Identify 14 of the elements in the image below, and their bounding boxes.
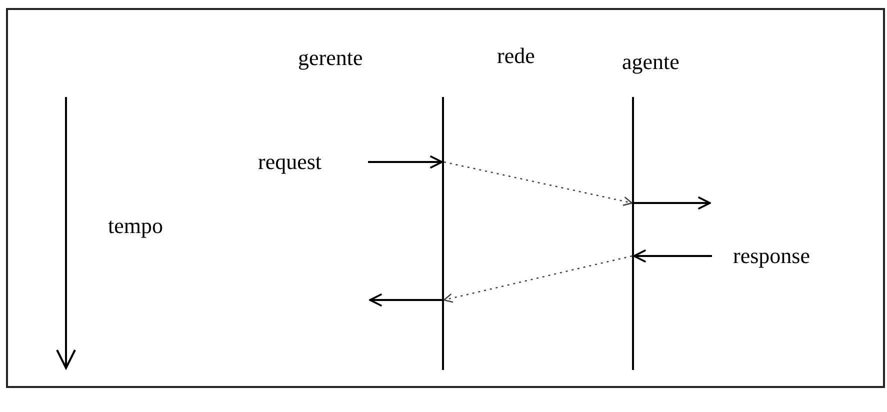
arrow: [633, 249, 712, 263]
column-heading: agente: [622, 48, 680, 76]
lifeline: [632, 97, 634, 370]
arrow: [369, 293, 442, 307]
column-heading: rede: [497, 42, 535, 70]
column-heading: gerente: [298, 44, 363, 72]
arrow: [368, 155, 443, 169]
dotted-arrow: [443, 255, 632, 303]
message-label: response: [733, 242, 810, 270]
axis-label: tempo: [108, 212, 163, 240]
dotted-arrow: [444, 161, 633, 206]
lifeline: [442, 97, 444, 370]
message-label: request: [258, 148, 322, 176]
arrow: [634, 196, 711, 210]
